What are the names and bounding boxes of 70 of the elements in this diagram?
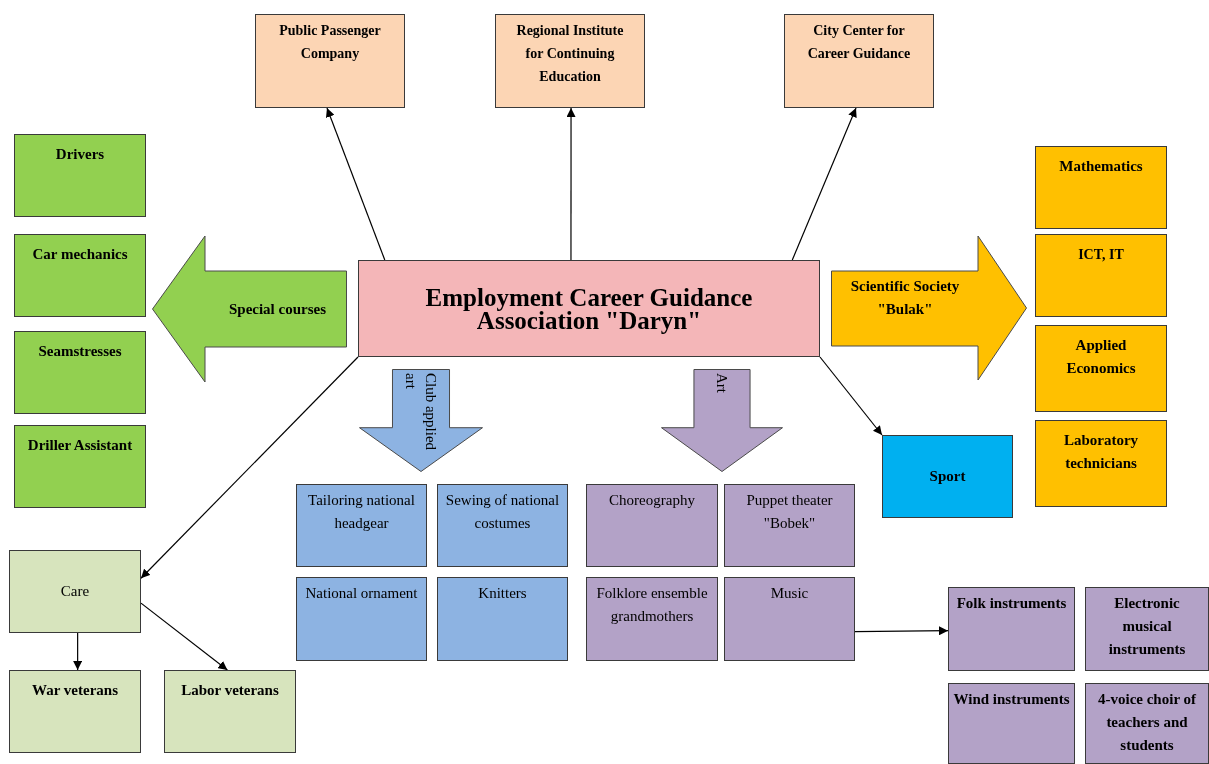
category-box: [255, 14, 405, 108]
node-label: Labor veterans: [181, 681, 279, 700]
node-label: Electronic musical instruments: [1107, 594, 1187, 659]
arrow: [140, 356, 359, 579]
category-box: [724, 577, 855, 661]
arrow: [326, 107, 386, 261]
category-box: [1035, 146, 1167, 229]
category-box: [164, 670, 296, 753]
arrow: [566, 107, 576, 261]
node-label: Choreography: [609, 491, 695, 510]
arrow: [819, 356, 883, 436]
category-box: [14, 331, 146, 414]
node-label: Special courses: [228, 299, 327, 319]
down-block-arrow: [661, 369, 783, 472]
category-box: [9, 670, 141, 753]
category-box: [586, 484, 718, 567]
category-box: [437, 577, 568, 661]
category-box: [14, 134, 146, 217]
category-box: [586, 577, 718, 661]
category-box: [948, 683, 1075, 764]
node-label: Seamstresses: [38, 342, 122, 361]
node-label: National ornament: [305, 584, 418, 603]
node-label: Scientific Society "Bulak": [849, 277, 961, 319]
category-box: [1085, 683, 1209, 764]
down-block-arrow: [359, 369, 483, 472]
category-box: [882, 435, 1013, 518]
node-label: ICT, IT: [1078, 246, 1124, 264]
node-label: Care: [60, 582, 90, 601]
node-label: Tailoring national headgear: [307, 491, 416, 533]
node-label: War veterans: [32, 681, 118, 700]
category-box: [296, 577, 427, 661]
node-label: Regional Institute for Continuing Education: [515, 22, 625, 86]
node-label: Mathematics: [1059, 157, 1143, 176]
category-box: [948, 587, 1075, 671]
arrow: [791, 107, 857, 261]
node-label: Applied Economics: [1065, 336, 1137, 378]
category-box: [296, 484, 427, 567]
node-label: Car mechanics: [32, 245, 128, 264]
category-box: [1035, 325, 1167, 412]
category-box: [1085, 587, 1209, 671]
category-box: [437, 484, 568, 567]
node-label: Sewing of national costumes: [444, 491, 561, 533]
category-box: [14, 425, 146, 508]
node-label: Folk instruments: [956, 594, 1067, 613]
category-box: [9, 550, 141, 633]
category-box: [784, 14, 934, 108]
arrow: [854, 626, 949, 636]
edge-label: Art: [713, 373, 731, 393]
category-box: [1035, 234, 1167, 317]
edge-label: Club applied art: [402, 373, 440, 453]
node-label: Public Passenger Company: [278, 22, 382, 63]
category-box: [1035, 420, 1167, 507]
arrow: [140, 602, 228, 671]
node-label: Employment Career Guidance Association "Daryn": [424, 285, 754, 332]
category-box: [724, 484, 855, 567]
node-label: Sport: [929, 467, 966, 486]
node-label: 4-voice choir of teachers and students: [1097, 690, 1197, 755]
category-box: [495, 14, 645, 108]
node-label: Folklore ensemble grandmothers: [595, 584, 709, 626]
node-label: City Center for Career Guidance: [806, 22, 912, 63]
node-label: Drivers: [55, 145, 105, 164]
arrow: [73, 632, 83, 671]
node-label: Knitters: [478, 584, 527, 603]
category-box: [14, 234, 146, 317]
node-label: Laboratory technicians: [1062, 431, 1140, 473]
title-box: [358, 260, 820, 357]
node-label: Music: [770, 584, 809, 603]
node-label: Wind instruments: [953, 690, 1070, 709]
node-label: Driller Assistant: [27, 436, 133, 455]
node-label: Puppet theater "Bobek": [745, 491, 834, 533]
